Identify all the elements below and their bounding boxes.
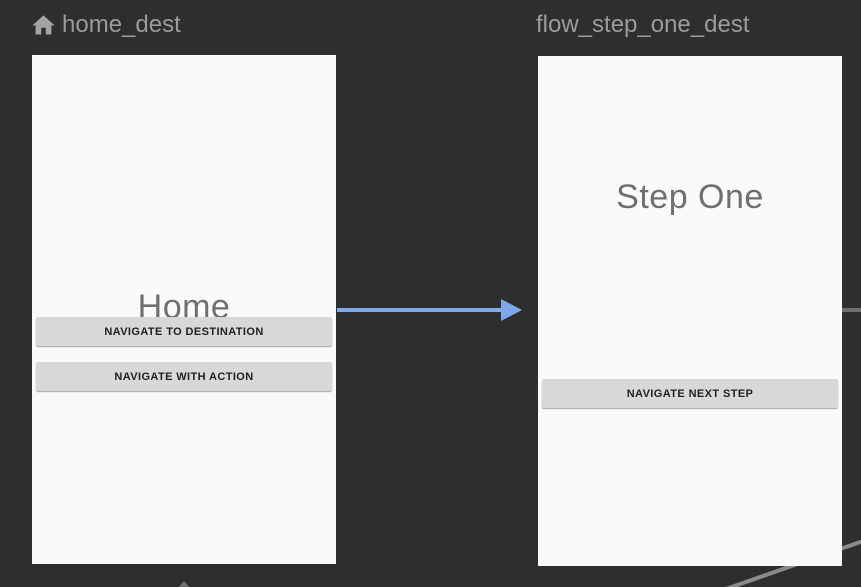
destination-label-home[interactable]: home_dest xyxy=(30,10,181,40)
home-icon xyxy=(32,14,55,34)
preview-button-navigate-with-action: NAVIGATE WITH ACTION xyxy=(36,362,332,391)
destination-preview-home[interactable]: Home NAVIGATE TO DESTINATION NAVIGATE WI… xyxy=(32,55,336,564)
action-arrow-head-icon[interactable] xyxy=(501,299,522,321)
destination-preview-flow-step-one[interactable]: Step One NAVIGATE NEXT STEP xyxy=(538,56,842,566)
destination-label-text: home_dest xyxy=(62,11,181,38)
screen-title: Step One xyxy=(616,178,764,216)
destination-label-flow-step-one[interactable]: flow_step_one_dest xyxy=(536,10,750,40)
preview-button-navigate-to-destination: NAVIGATE TO DESTINATION xyxy=(36,317,332,346)
destination-label-text: flow_step_one_dest xyxy=(536,11,750,38)
preview-button-navigate-next-step: NAVIGATE NEXT STEP xyxy=(542,379,838,408)
edge-arrowhead-bottom-icon[interactable] xyxy=(178,581,190,587)
